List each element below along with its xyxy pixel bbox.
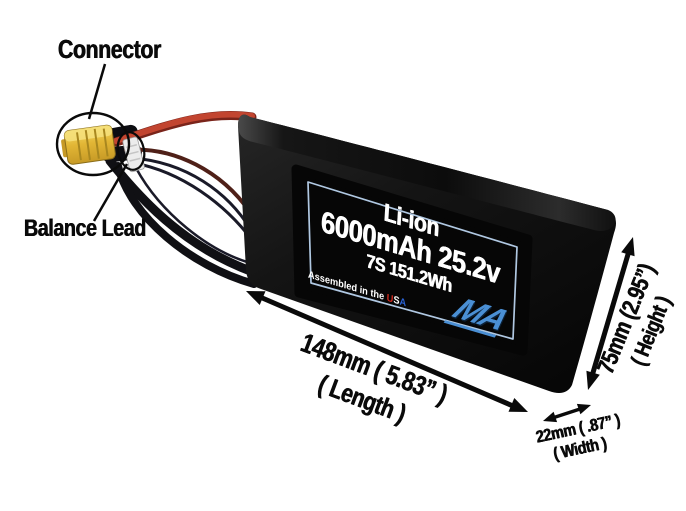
length-arrow xyxy=(246,291,528,412)
label-border xyxy=(307,181,518,340)
width-arrow xyxy=(543,403,591,423)
maroon-wire xyxy=(124,147,252,214)
height-arrow xyxy=(586,237,635,390)
connector-circle xyxy=(55,111,131,177)
callout-marks xyxy=(55,63,146,222)
connector-pointer-line xyxy=(87,63,107,120)
red-wire xyxy=(113,111,255,144)
balance-circle xyxy=(116,131,146,171)
balance-wire-3 xyxy=(134,166,256,266)
connector-callout-label: Connector xyxy=(58,34,161,64)
battery-top-face xyxy=(238,114,616,232)
wires xyxy=(105,110,258,288)
balance-lead-callout-label: Balance Lead xyxy=(24,215,146,242)
balance-wire-2 xyxy=(132,161,254,242)
label-background xyxy=(291,164,533,356)
xt60-connector xyxy=(61,124,116,165)
balance-wire-1 xyxy=(130,156,253,232)
black-wire-thick-2 xyxy=(114,162,258,288)
balance-pointer-line xyxy=(92,163,129,222)
battery-pack xyxy=(238,114,616,393)
